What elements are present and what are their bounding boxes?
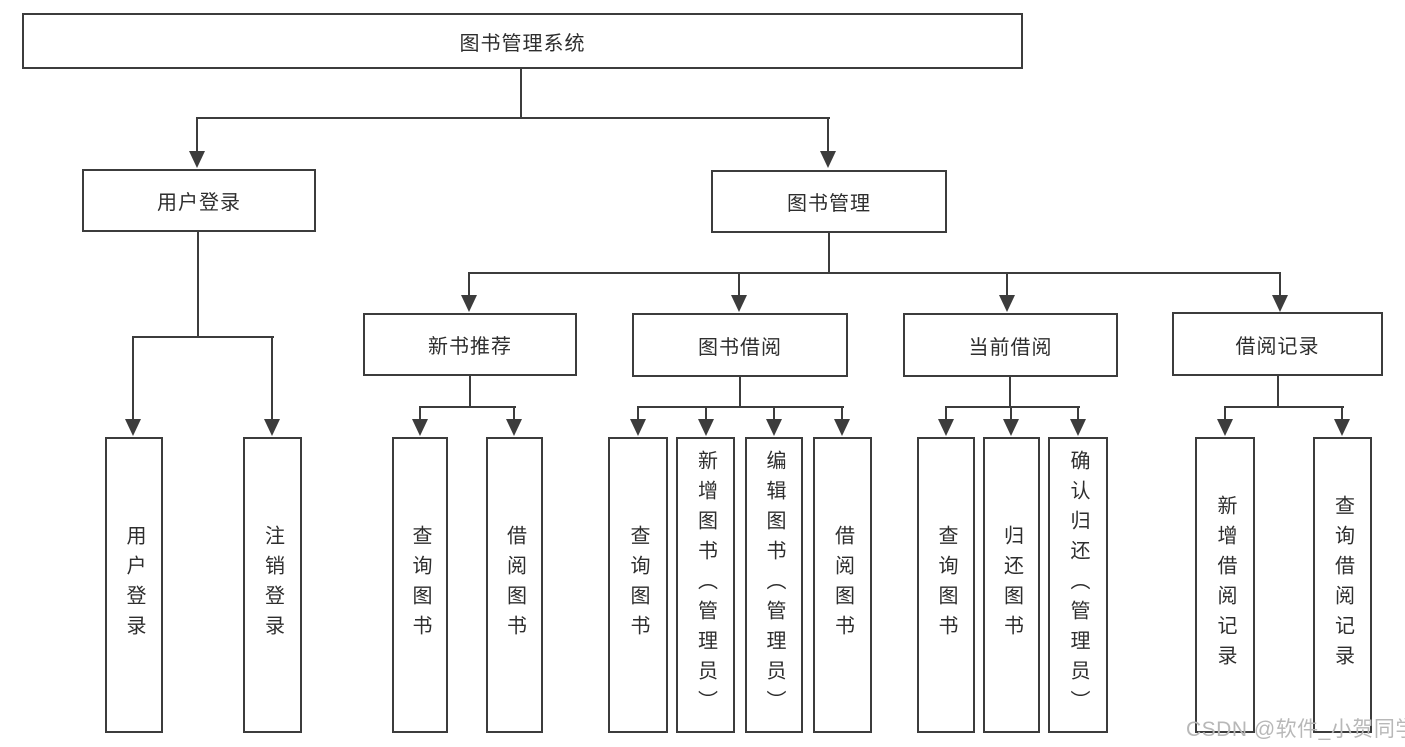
connector-hline: [132, 336, 274, 338]
node-book-borrowing: 图书借阅: [632, 313, 848, 377]
arrow-down-icon: [630, 419, 646, 436]
leaf-label: 注销登录: [261, 525, 284, 645]
node-label: 用户登录: [157, 192, 241, 214]
leaf-edit-books-admin: 编辑图书（管理员）: [745, 437, 803, 733]
arrow-down-icon: [820, 151, 836, 168]
connector-hline: [1224, 406, 1344, 408]
leaf-label: 查询借阅记录: [1331, 495, 1354, 675]
connector-vline: [520, 69, 522, 119]
arrow-down-icon: [189, 151, 205, 168]
leaf-label: 新增图书（管理员）: [694, 450, 717, 720]
connector-vline: [468, 272, 470, 298]
leaf-confirm-return-admin: 确认归还（管理员）: [1048, 437, 1108, 733]
connector-vline: [828, 233, 830, 274]
leaf-query-books-recommend: 查询图书: [392, 437, 448, 733]
connector-hline: [637, 406, 844, 408]
connector-hline: [196, 117, 830, 119]
leaf-user-login: 用户登录: [105, 437, 163, 733]
arrow-down-icon: [1217, 419, 1233, 436]
node-label: 借阅记录: [1235, 335, 1320, 358]
connector-vline: [132, 336, 134, 422]
node-root-library-system: 图书管理系统: [22, 13, 1023, 69]
connector-vline: [637, 406, 639, 422]
connector-vline: [841, 406, 843, 422]
leaf-label: 借阅图书: [503, 525, 526, 645]
arrow-down-icon: [125, 419, 141, 436]
arrow-down-icon: [834, 419, 850, 436]
csdn-watermark: CSDN @软件_小贺同学: [1186, 718, 1405, 741]
arrow-down-icon: [938, 419, 954, 436]
node-label: 新书推荐: [428, 336, 512, 358]
connector-hline: [468, 272, 1281, 274]
connector-hline: [945, 406, 1080, 408]
node-current-borrowing: 当前借阅: [903, 313, 1118, 377]
connector-vline: [513, 406, 515, 422]
leaf-add-books-admin: 新增图书（管理员）: [676, 437, 735, 733]
arrow-down-icon: [506, 419, 522, 436]
node-label: 图书管理系统: [459, 32, 586, 55]
connector-vline: [271, 336, 273, 422]
connector-vline: [738, 272, 740, 298]
leaf-label: 编辑图书（管理员）: [763, 450, 785, 720]
connector-vline: [469, 376, 471, 408]
node-label: 图书借阅: [698, 336, 782, 359]
arrow-down-icon: [999, 295, 1015, 312]
arrow-down-icon: [698, 419, 714, 436]
leaf-query-borrow-record: 查询借阅记录: [1313, 437, 1372, 733]
arrow-down-icon: [766, 419, 782, 436]
arrow-down-icon: [1334, 419, 1350, 436]
leaf-label: 确认归还（管理员）: [1067, 450, 1089, 720]
leaf-add-borrow-record: 新增借阅记录: [1195, 437, 1255, 733]
leaf-query-books-borrowing: 查询图书: [608, 437, 668, 733]
arrow-down-icon: [264, 419, 280, 436]
node-label: 图书管理: [787, 193, 871, 215]
connector-vline: [739, 377, 741, 408]
leaf-label: 查询图书: [627, 525, 649, 645]
arrow-down-icon: [461, 295, 477, 312]
leaf-label: 用户登录: [123, 525, 145, 645]
connector-vline: [196, 117, 198, 155]
connector-vline: [773, 406, 775, 422]
connector-vline: [1341, 406, 1343, 422]
leaf-label: 新增借阅记录: [1214, 495, 1236, 675]
connector-vline: [1224, 406, 1226, 422]
leaf-label: 归还图书: [1000, 525, 1023, 645]
connector-hline: [419, 406, 516, 408]
node-book-management: 图书管理: [711, 170, 947, 233]
arrow-down-icon: [1272, 295, 1288, 312]
connector-vline: [419, 406, 421, 422]
connector-vline: [1279, 272, 1281, 298]
node-label: 当前借阅: [968, 336, 1053, 359]
connector-vline: [827, 117, 829, 155]
arrow-down-icon: [1070, 419, 1086, 436]
leaf-logout: 注销登录: [243, 437, 302, 733]
connector-vline: [1077, 406, 1079, 422]
arrow-down-icon: [412, 419, 428, 436]
connector-vline: [1277, 375, 1279, 408]
connector-vline: [1010, 406, 1012, 422]
connector-vline: [197, 232, 199, 338]
node-new-book-recommend: 新书推荐: [363, 313, 577, 376]
connector-vline: [945, 406, 947, 422]
node-borrow-records: 借阅记录: [1172, 312, 1383, 376]
connector-vline: [1006, 272, 1008, 298]
leaf-return-books: 归还图书: [983, 437, 1040, 733]
node-user-login: 用户登录: [82, 169, 316, 232]
arrow-down-icon: [1003, 419, 1019, 436]
connector-vline: [1009, 377, 1011, 408]
leaf-query-books-current: 查询图书: [917, 437, 975, 733]
connector-vline: [705, 406, 707, 422]
leaf-label: 查询图书: [409, 525, 431, 645]
leaf-borrow-books: 借阅图书: [813, 437, 872, 733]
leaf-label: 借阅图书: [831, 525, 854, 645]
arrow-down-icon: [731, 295, 747, 312]
leaf-borrow-books-recommend: 借阅图书: [486, 437, 543, 733]
leaf-label: 查询图书: [935, 525, 957, 645]
